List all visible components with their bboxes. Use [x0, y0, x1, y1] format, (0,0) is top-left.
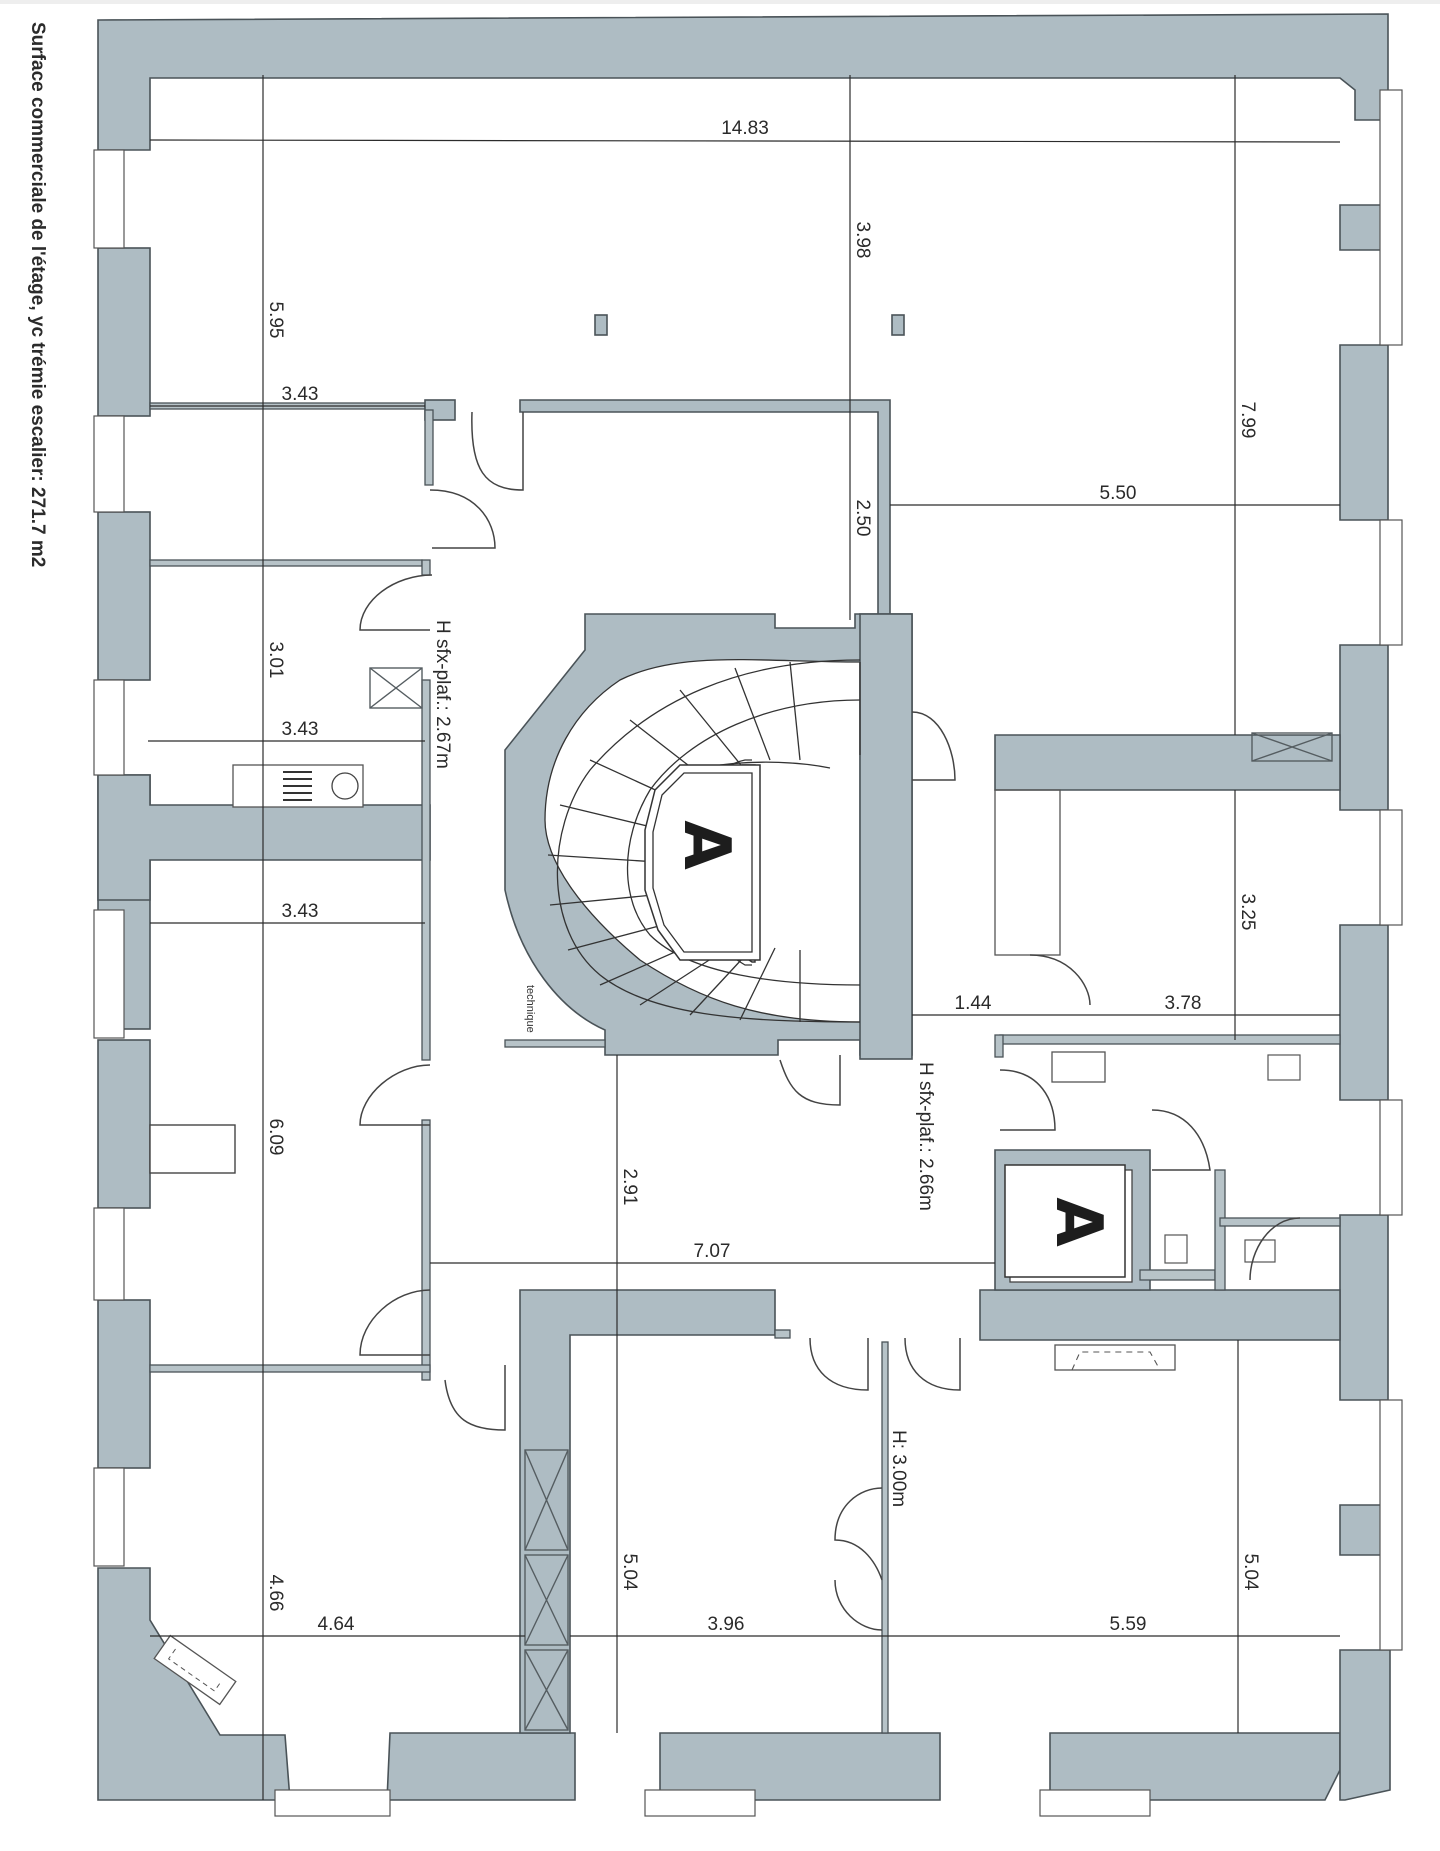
elevator-label: A: [1041, 1197, 1115, 1247]
ceiling-height-labels: H sfx-plaf.: 2.67m H sfx-plaf.: 2.66m H:…: [432, 620, 936, 1507]
page-top-edge: [0, 0, 1440, 4]
dim-top-left-height: 5.95: [265, 302, 286, 339]
bottom-wall-1: [386, 1732, 576, 1801]
dim-hall-height: 2.91: [619, 1169, 640, 1206]
dim-top-center-height: 3.98: [852, 222, 873, 259]
left-wall-pier-4: [97, 1039, 151, 1209]
ceiling-height-bottom: H: 3.00m: [888, 1430, 909, 1507]
bottom-wall-2: [659, 1732, 941, 1801]
right-wall-pier-2: [1339, 344, 1389, 521]
dim-right-mid-height: 3.25: [1237, 894, 1258, 931]
dim-bottom-right-height: 5.04: [1240, 1554, 1261, 1591]
dim-left-mid-width: 3.43: [282, 901, 319, 922]
stair-lift: A: [644, 764, 761, 961]
windows: [93, 89, 1403, 1817]
left-wall-pier-5: [97, 1299, 151, 1469]
right-wall-pier-5: [1339, 1214, 1389, 1401]
interior-walls: [149, 314, 1341, 1734]
bottom-left-corner: [97, 1567, 291, 1801]
left-wall-pier-1: [97, 247, 151, 417]
dim-corridor-height: 2.50: [852, 500, 873, 537]
doors: [359, 411, 1301, 1631]
dim-top-right-height: 7.99: [1237, 402, 1258, 439]
dim-right-mid-small-width: 1.44: [955, 993, 992, 1014]
elevator: A: [1004, 1164, 1126, 1278]
dim-room-a-width: 3.43: [282, 384, 319, 405]
right-wall-pier-3: [1339, 644, 1389, 811]
dim-small-room-width: 3.43: [282, 719, 319, 740]
column-1: [594, 314, 608, 336]
ceiling-height-left: H sfx-plaf.: 2.67m: [432, 620, 453, 769]
dim-small-room-height: 3.01: [265, 642, 286, 679]
stair-lift-label: A: [669, 820, 743, 870]
dim-bottom-left-width: 4.64: [318, 1614, 355, 1635]
dim-bottom-right-width: 5.59: [1110, 1614, 1147, 1635]
technique-label: technique: [524, 985, 536, 1033]
dim-left-mid-height: 6.09: [265, 1119, 286, 1156]
left-wall-pier-2: [97, 511, 151, 681]
dim-top-width: 14.83: [721, 118, 769, 139]
dim-hall-width: 7.07: [694, 1241, 731, 1262]
right-wall-pier-4: [1339, 924, 1389, 1101]
dim-bottom-center-height: 5.04: [619, 1554, 640, 1591]
dim-bottom-center-width: 3.96: [708, 1614, 745, 1635]
dim-top-right-width: 5.50: [1100, 483, 1137, 504]
ceiling-height-center: H sfx-plaf.: 2.66m: [915, 1062, 936, 1211]
dimension-labels: 14.83 5.95 3.98 7.99 3.43 2.50 5.50 3.01…: [265, 118, 1261, 1635]
bottom-wall-3: [1049, 1732, 1341, 1801]
dim-right-mid-width: 3.78: [1165, 993, 1202, 1014]
dimension-lines: [148, 75, 1341, 1800]
right-wall-pier-7: [1339, 1649, 1391, 1801]
dim-bottom-left-height: 4.66: [265, 1575, 286, 1612]
column-2: [891, 314, 905, 336]
